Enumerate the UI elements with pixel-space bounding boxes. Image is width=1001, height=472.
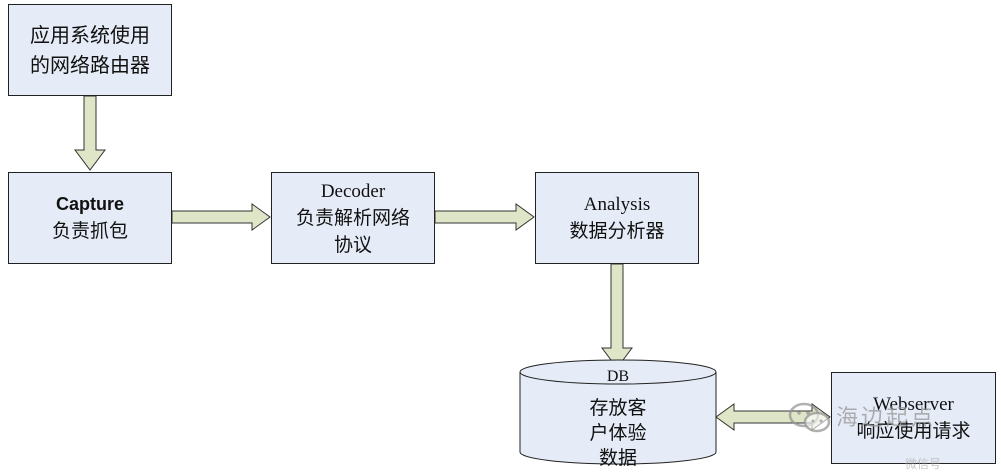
db-label-line2: 户体验 [589, 422, 647, 444]
decoder-node: Decoder 负责解析网络 协议 [271, 172, 435, 264]
analysis-title: Analysis [583, 194, 651, 215]
decoder-desc-line1: 负责解析网络 [295, 206, 410, 229]
arrow-db-webserver [715, 403, 831, 431]
decoder-desc-line2: 协议 [333, 233, 372, 256]
watermark-subtext: 微信号 [905, 457, 942, 471]
router-label-line1: 应用系统使用 [30, 23, 150, 47]
router-node: 应用系统使用 的网络路由器 [8, 4, 172, 96]
webserver-node: Webserver 响应使用请求 [831, 372, 996, 464]
capture-node: Capture 负责抓包 [8, 172, 172, 264]
arrow-router-to-capture [74, 95, 106, 171]
webserver-desc: 响应使用请求 [856, 420, 971, 442]
capture-title: Capture [55, 194, 124, 214]
db-label-line3: 数据 [598, 447, 637, 469]
db-cylinder [519, 359, 717, 465]
arrow-capture-to-decoder [171, 203, 271, 231]
capture-desc: 负责抓包 [51, 220, 128, 242]
db-label-line1: 存放客 [589, 397, 647, 419]
router-label-line2: 的网络路由器 [30, 53, 150, 77]
webserver-title: Webserver [873, 394, 954, 415]
analysis-desc: 数据分析器 [569, 220, 665, 242]
db-title: DB [606, 368, 630, 385]
watermark-text: 海边起点 [836, 406, 937, 431]
wechat-watermark-icon [788, 402, 831, 433]
arrow-analysis-to-db [601, 263, 633, 369]
decoder-title: Decoder [320, 180, 386, 202]
arrow-decoder-to-analysis [434, 203, 535, 231]
analysis-node: Analysis 数据分析器 [535, 172, 699, 264]
